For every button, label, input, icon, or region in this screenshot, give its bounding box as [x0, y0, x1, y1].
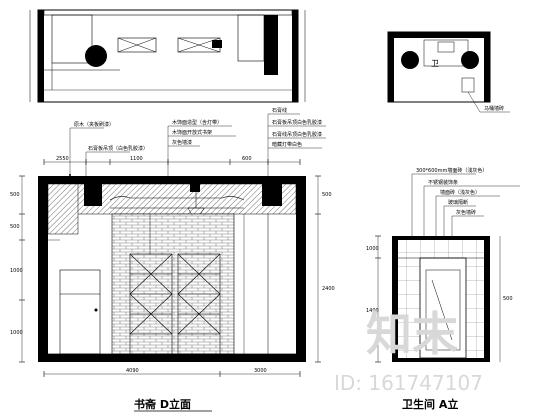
callout-mid-3: 灰色墙漆	[172, 139, 192, 146]
right-dim-1: 500	[322, 192, 332, 198]
bath-plan-callout: 马桶墙砖	[484, 105, 504, 112]
plant-icon	[401, 51, 419, 69]
right-dim-2: 2400	[322, 286, 335, 292]
bath-plan-view: 马桶墙砖 卫	[387, 31, 510, 113]
bath-elevation: 300*600mm墙面砖（浅灰色） 不锈钢装饰条 墙面砖（浅灰色） 玻璃隔断 灰…	[366, 167, 520, 363]
watermark-id: ID: 161747107	[334, 371, 483, 395]
bath-callout-4: 玻璃隔断	[448, 199, 468, 206]
callout-right-1: 石膏线	[272, 107, 287, 114]
plant-icon	[85, 45, 107, 67]
top-dim-2: 1100	[130, 156, 143, 162]
bath-callout-2: 不锈钢装饰条	[428, 179, 458, 186]
bath-callout-5: 灰色墙砖	[456, 209, 476, 216]
callout-right-2: 石膏板吊顶白色乳胶漆	[272, 119, 322, 126]
study-plan-view	[29, 9, 306, 103]
leader-line	[467, 91, 510, 113]
left-dim-3: 1000	[10, 268, 23, 274]
bookshelf-right	[177, 253, 221, 355]
study-title: 书斋 D立面	[134, 397, 191, 411]
bath-left-dim-1: 1000	[366, 246, 379, 252]
left-dim-2: 500	[10, 224, 20, 230]
plant-icon	[461, 51, 479, 69]
study-elevation: 原木（夹板刷漆） 石膏板吊顶（白色乳胶漆） 木饰面造型（含灯带） 木饰面开放式书…	[10, 107, 335, 377]
bottom-dim-1: 4090	[126, 368, 139, 374]
callout-right-4: 暗藏灯带白色	[272, 141, 302, 148]
bath-title: 卫生间 A立	[402, 397, 458, 411]
bath-right-dim-1: 500	[503, 296, 513, 302]
callout-mid-1: 木饰面造型（含灯带）	[172, 119, 222, 126]
left-dim-4: 1000	[10, 330, 23, 336]
callout-left-2: 石膏板吊顶（白色乳胶漆）	[88, 145, 148, 152]
bath-callout-1: 300*600mm墙面砖（浅灰色）	[416, 167, 487, 174]
plan-room-label: 卫	[431, 59, 439, 68]
callout-right-3: 石膏线吊顶白色乳胶漆	[272, 131, 322, 138]
left-dim-1: 500	[10, 192, 20, 198]
top-dim-3: 600	[242, 156, 252, 162]
bath-callout-3: 墙面砖（浅灰色）	[440, 189, 480, 196]
callout-mid-2: 木饰面开放式书架	[172, 129, 212, 136]
top-dim-1: 2550	[56, 156, 69, 162]
callout-left-1: 原木（夹板刷漆）	[74, 121, 114, 128]
watermark-logo: 知末	[366, 307, 458, 361]
bottom-dim-2: 3000	[254, 368, 267, 374]
bath-left-dim-2: 1400	[366, 308, 379, 314]
